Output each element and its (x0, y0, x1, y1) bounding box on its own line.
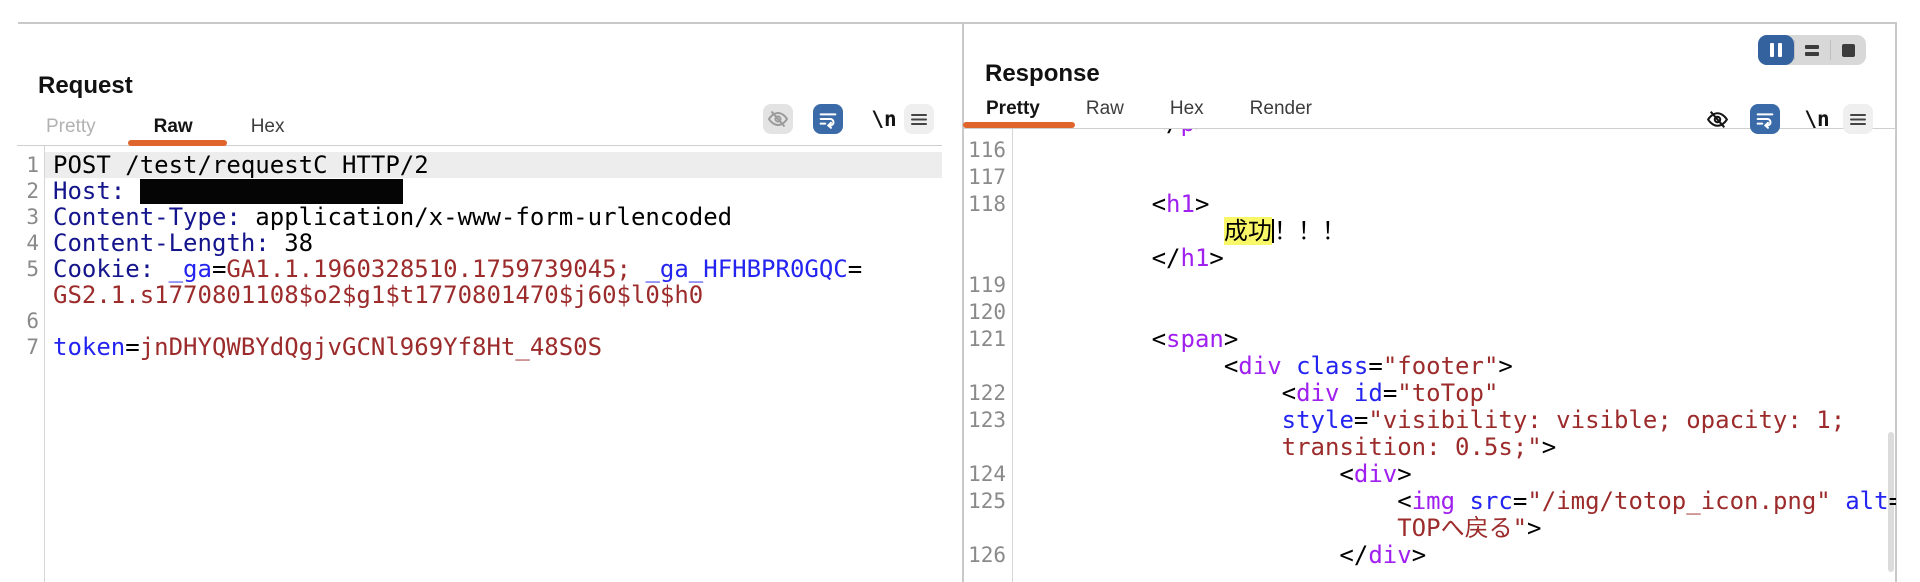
line-number: 118 (968, 192, 1006, 216)
response-word-wrap-button[interactable] (1750, 104, 1780, 134)
line-number: 117 (968, 165, 1006, 189)
split-rows-view-button[interactable] (1794, 35, 1830, 65)
line-number (963, 129, 1012, 137)
top-divider (18, 22, 1897, 24)
code-line-wrap: GS2.1.s1770801108$o2$g1$t1770801470$j60$… (0, 282, 942, 308)
response-panel-title: Response (985, 60, 1100, 87)
panel-divider[interactable] (962, 22, 964, 582)
tab-hex[interactable]: Hex (1169, 98, 1204, 119)
code-line-wrap: transition: 0.5s;"> (963, 434, 1896, 461)
code-line-wrap: <div class="footer"> (963, 353, 1896, 380)
line-number: 3 (26, 205, 39, 229)
eye-slash-icon (766, 107, 790, 131)
code-line-wrap: </p> (963, 129, 1896, 137)
scrollbar-track[interactable] (1895, 22, 1897, 582)
hamburger-menu-icon (1847, 108, 1869, 130)
line-number: 1 (26, 153, 39, 177)
hamburger-menu-icon (908, 108, 930, 130)
code-line-123: 123 style="visibility: visible; opacity:… (963, 407, 1896, 434)
line-number: 2 (26, 179, 39, 203)
code-line-124: 124 <div> (963, 461, 1896, 488)
request-toggle-visibility-button[interactable] (763, 104, 793, 134)
code-line-121: 121 <span> (963, 326, 1896, 353)
line-number: 4 (26, 231, 39, 255)
response-gutter-divider (1012, 129, 1013, 582)
line-number (963, 218, 1012, 245)
request-panel-title: Request (38, 72, 133, 99)
request-gutter-divider (44, 146, 45, 582)
response-active-tab-underline (963, 122, 1075, 128)
code-line-6: 6 (0, 308, 942, 334)
response-editor-menu-button[interactable] (1843, 104, 1873, 134)
word-wrap-icon (1754, 108, 1776, 130)
highlighted-text: 成功 (1223, 217, 1272, 245)
code-line-wrap: </h1> (963, 245, 1896, 272)
redacted-host-value (139, 179, 403, 204)
response-tabs-rule (963, 128, 1896, 129)
code-line-wrap: TOPへ戻る"> (963, 515, 1896, 542)
layout-switcher (1758, 35, 1866, 65)
line-number (963, 515, 1012, 542)
line-number (963, 353, 1012, 380)
code-line-125: 125 <img src="/img/totop_icon.png" alt=" (963, 488, 1896, 515)
word-wrap-icon (817, 108, 839, 130)
request-word-wrap-button[interactable] (813, 104, 843, 134)
tab-render[interactable]: Render (1249, 98, 1312, 119)
line-number: 116 (968, 138, 1006, 162)
code-line-118: 118 <h1> (963, 191, 1896, 218)
line-number (963, 245, 1012, 272)
split-columns-view-button[interactable] (1758, 35, 1794, 65)
tab-raw[interactable]: Raw (1085, 98, 1124, 119)
tab-pretty[interactable]: Pretty (986, 98, 1040, 119)
line-number: 6 (26, 309, 39, 333)
line-number: 5 (26, 257, 39, 281)
tab-raw[interactable]: Raw (153, 116, 193, 137)
line-number (963, 434, 1012, 461)
code-line-wrap: 成功！！！ (963, 217, 1896, 245)
split-columns-icon (1770, 43, 1782, 57)
code-line-117: 117 (963, 164, 1896, 191)
request-editor-menu-button[interactable] (904, 104, 934, 134)
response-toggle-visibility-button[interactable] (1702, 104, 1732, 134)
request-active-tab-underline (128, 140, 227, 146)
response-scrollbar-thumb[interactable] (1888, 432, 1894, 572)
line-number: 126 (968, 543, 1006, 567)
code-line-122: 122 <div id="toTop" (963, 380, 1896, 407)
line-number: 120 (968, 300, 1006, 324)
line-number: 119 (968, 273, 1006, 297)
line-number: 122 (968, 381, 1006, 405)
single-pane-view-button[interactable] (1830, 35, 1866, 65)
code-line-120: 120 (963, 299, 1896, 326)
line-number: 125 (968, 489, 1006, 513)
code-line-119: 119 (963, 272, 1896, 299)
response-show-newlines-button[interactable]: \n (1804, 107, 1830, 131)
tab-pretty[interactable]: Pretty (46, 116, 96, 137)
request-tabs-rule (17, 145, 942, 146)
line-number: 124 (968, 462, 1006, 486)
line-number: 7 (26, 335, 39, 359)
eye-slash-icon (1705, 107, 1730, 132)
code-line-126: 126 </div> (963, 542, 1896, 569)
request-show-newlines-button[interactable]: \n (871, 107, 897, 131)
split-rows-icon (1805, 42, 1819, 59)
code-line-116: 116 (963, 137, 1896, 164)
response-tabs: Pretty Raw Hex Render (963, 93, 1335, 125)
request-tabs: Pretty Raw Hex (17, 111, 314, 143)
text-cursor (1271, 219, 1274, 243)
tab-hex[interactable]: Hex (250, 116, 285, 137)
line-number (0, 282, 45, 308)
line-number: 121 (968, 327, 1006, 351)
single-pane-icon (1841, 43, 1855, 57)
line-number: 123 (968, 408, 1006, 432)
